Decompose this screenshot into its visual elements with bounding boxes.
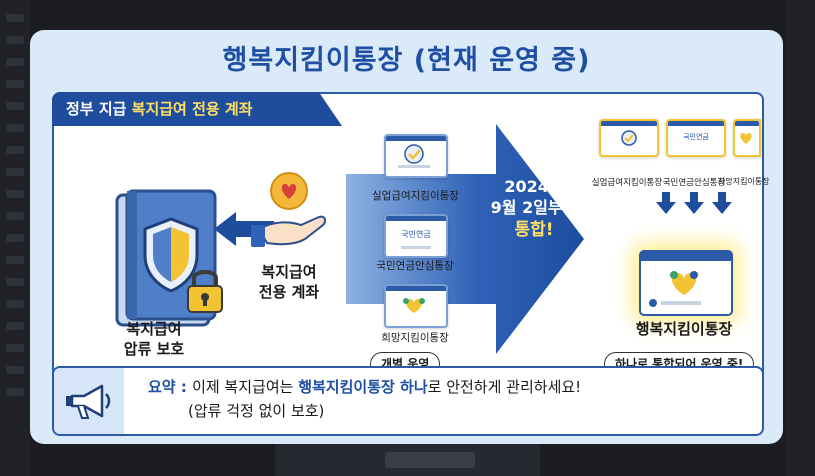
pension-logo-text: 국민연금 (401, 230, 431, 239)
book-shield-icon (115, 189, 217, 327)
book-caption-line1: 복지급여 (126, 320, 182, 338)
megaphone-icon (66, 384, 111, 419)
bankbook-card-pension: 국민연금 (384, 214, 448, 258)
banner-highlight: 복지급여 전용 계좌 (131, 100, 253, 118)
summary-text1: 이제 복지급여는 (192, 378, 299, 396)
summary-line2: (압류 걱정 없이 보호) (188, 402, 325, 420)
summary-key: 요약 (148, 378, 176, 396)
summary-text: 요약 : 이제 복지급여는 행복지킴이통장 하나로 안전하게 관리하세요! (압… (148, 375, 581, 423)
integrated-caption: 행복지킴이통장 (635, 320, 733, 338)
background-button[interactable] (385, 452, 475, 468)
summary-colon: : (175, 378, 193, 396)
check-shield-icon (398, 144, 430, 168)
summary-icon-box (54, 368, 124, 434)
arrow-text-merge: 통합! (514, 220, 554, 240)
family-heart-icon (649, 271, 701, 307)
bankbook-label-hope: 희망지킴이통장 (381, 332, 449, 344)
infographic-title: 행복지킴이통장 (현재 운영 중) (222, 45, 591, 76)
bankbook-label-pension: 국민연금안심통장 (376, 260, 454, 272)
padlock-icon (187, 270, 223, 313)
integrated-bankbook-card (639, 250, 733, 316)
mini-label-pension: 국민연금안심통장 (662, 178, 726, 188)
mini-label-hope: 희망지킴이통장 (718, 177, 770, 186)
mini-card-hope (733, 119, 761, 157)
main-panel: 정부 지급 복지급여 전용 계좌 2024년 9월 2일부터 통합! (52, 92, 770, 386)
hand-caption-line2: 전용 계좌 (258, 283, 320, 301)
merge-arrows-icon (656, 192, 732, 214)
mini-card-unemployment (599, 119, 659, 157)
banner-prefix: 정부 지급 (66, 100, 132, 118)
infographic-card: 행복지킴이통장 (현재 운영 중) 정부 지급 복지급여 전용 계좌 2024년… (30, 30, 783, 444)
family-heart-icon (740, 133, 752, 144)
arrow-text-year: 2024년 (504, 177, 564, 196)
check-shield-icon (621, 130, 637, 146)
background-sidebar (0, 0, 30, 476)
bankbook-label-unemployment: 실업급여지킴이통장 (372, 190, 459, 202)
hand-caption-line1: 복지급여 (261, 263, 317, 281)
book-caption-line2: 압류 보호 (123, 340, 185, 358)
arrow-text-date: 9월 2일부터 (490, 198, 578, 217)
banner: 정부 지급 복지급여 전용 계좌 (52, 92, 342, 126)
family-heart-icon (403, 298, 425, 313)
bankbook-card-hope (384, 284, 448, 328)
bankbook-card-unemployment (384, 134, 448, 178)
mini-pension-logo-text: 국민연금 (683, 133, 709, 141)
mini-card-pension: 국민연금 (666, 119, 726, 157)
small-left-arrow-icon (214, 212, 274, 246)
summary-box: 요약 : 이제 복지급여는 행복지킴이통장 하나로 안전하게 관리하세요! (압… (52, 366, 764, 436)
hand-coin-icon (251, 172, 327, 247)
summary-highlight: 행복지킴이통장 하나 (298, 378, 428, 396)
background-right-edge (785, 0, 815, 476)
mini-label-unemployment: 실업급여지킴이통장 (591, 178, 663, 188)
summary-text2: 로 안전하게 관리하세요! (427, 378, 582, 396)
